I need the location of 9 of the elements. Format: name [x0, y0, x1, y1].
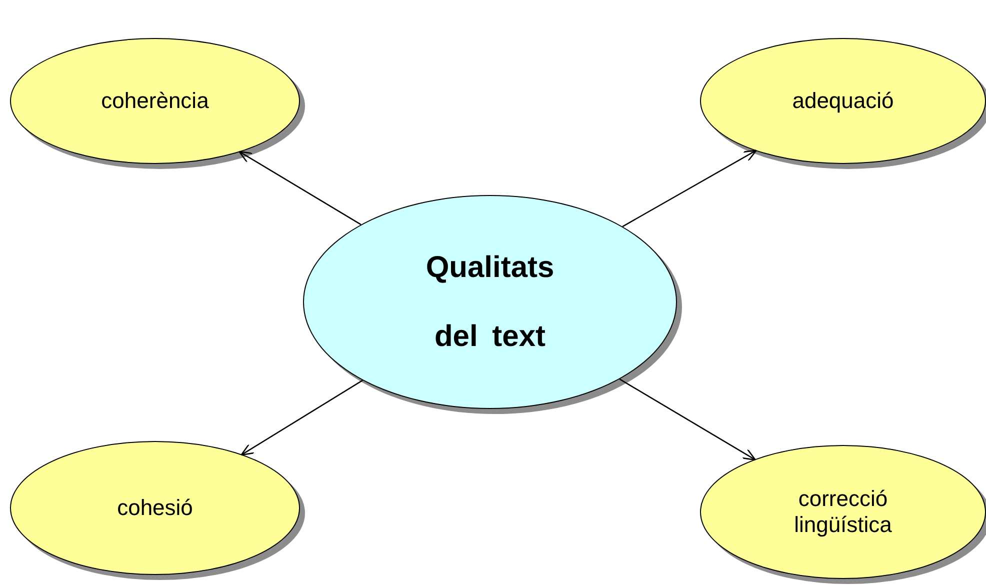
node-label: cohesió — [117, 494, 193, 522]
node-label: adequació — [792, 88, 894, 114]
arrow — [619, 378, 756, 461]
arrow — [238, 150, 362, 226]
node-label: Qualitats del text — [424, 250, 556, 355]
node-label: coherència — [101, 88, 209, 114]
node-label: correcció lingüística — [793, 486, 893, 538]
arrow — [622, 150, 757, 228]
arrow — [240, 380, 363, 456]
